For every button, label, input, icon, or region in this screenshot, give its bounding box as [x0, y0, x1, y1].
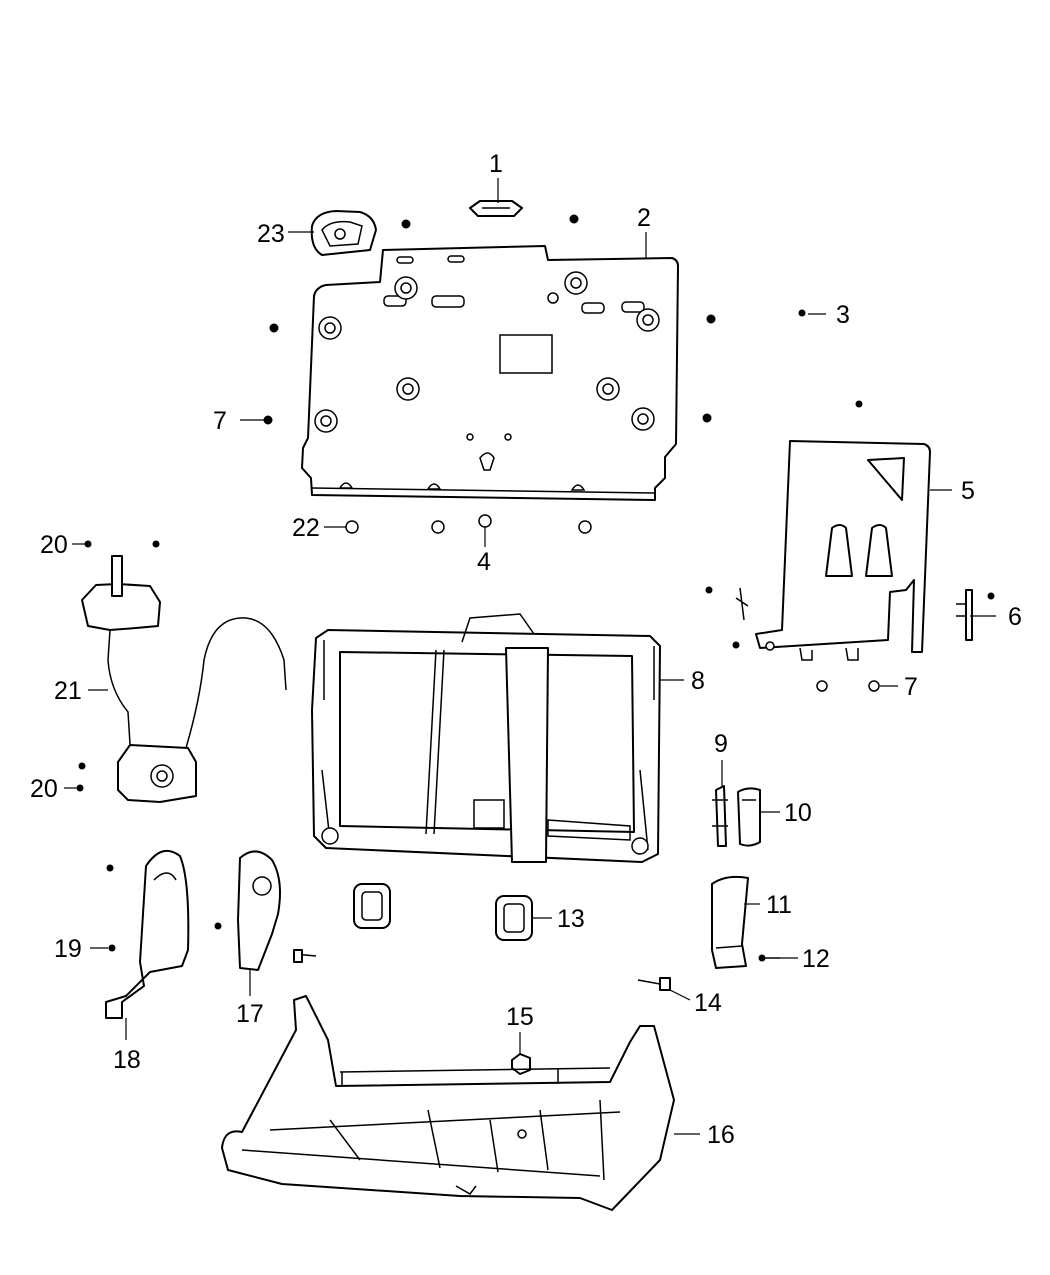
panel-fasteners: [263, 214, 863, 534]
callout-7-lower: 7: [904, 673, 918, 701]
callout-19: 19: [54, 935, 82, 963]
part-13-bushings: [353, 883, 533, 941]
callout-2: 2: [637, 204, 651, 232]
callout-16: 16: [707, 1121, 735, 1149]
part-5-side-shield: [705, 440, 931, 692]
part-15-nut: [511, 1053, 531, 1075]
callout-22: 22: [292, 514, 320, 542]
callout-17: 17: [236, 1000, 264, 1028]
part-17-recliner-shield: [214, 850, 281, 971]
callout-21: 21: [54, 677, 82, 705]
part-1-release-handle-bezel: [469, 200, 523, 217]
callout-20-lower: 20: [30, 775, 58, 803]
part-11-side-trim: [711, 875, 749, 969]
callout-6: 6: [1008, 603, 1022, 631]
callout-labels: 1 2 3 4 5 6 7 7 8 9 10 11 12 13 14 15 16…: [30, 150, 1022, 1149]
callout-18: 18: [113, 1046, 141, 1074]
part-23-latch-cover: [310, 210, 377, 256]
callout-20-upper: 20: [40, 531, 68, 559]
callout-3: 3: [836, 301, 850, 329]
callout-15: 15: [506, 1003, 534, 1031]
callout-10: 10: [784, 799, 812, 827]
callout-23: 23: [257, 220, 285, 248]
part-2-seat-back-panel: [301, 245, 679, 501]
callout-13: 13: [557, 905, 585, 933]
callout-14: 14: [694, 989, 722, 1017]
callout-4: 4: [477, 548, 491, 576]
part-6-clip: [956, 589, 995, 641]
callout-11: 11: [766, 891, 792, 919]
part-14-bolt: [293, 949, 671, 991]
part-9-bracket: [712, 785, 728, 847]
callout-5: 5: [961, 477, 975, 505]
part-16-cushion-frame: [221, 995, 675, 1211]
callout-1: 1: [489, 150, 503, 178]
leader-lines: [64, 178, 996, 1135]
callout-9: 9: [714, 730, 728, 758]
part-10-trim-cover: [737, 787, 761, 847]
callout-12: 12: [802, 945, 830, 973]
part-21-recliner-cable-assembly: [76, 540, 287, 803]
part-18-outer-shield: [105, 849, 190, 1019]
callout-7-upper: 7: [213, 407, 227, 435]
part-8-seat-back-frame: [311, 613, 661, 863]
part-12-screw: [758, 954, 780, 962]
callout-8: 8: [691, 667, 705, 695]
